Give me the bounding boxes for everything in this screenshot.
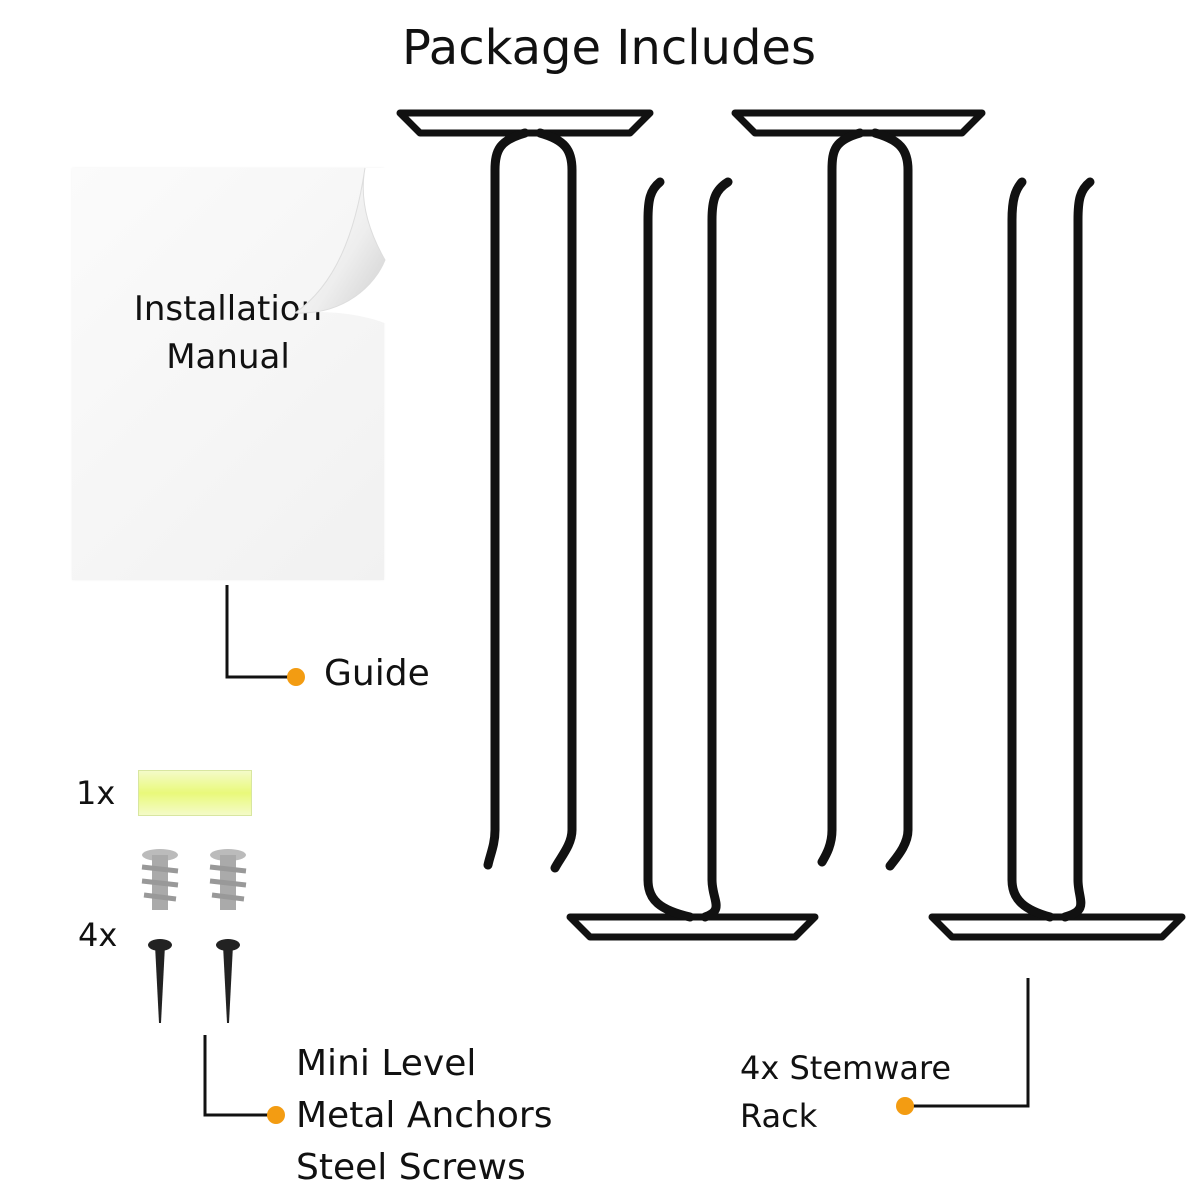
manual-line-2: Manual [166,337,290,377]
rack-marker-dot [896,1097,914,1115]
level-quantity: 1x [76,774,116,812]
manual-text: Installation Manual [72,285,384,381]
mini-level-image [138,770,252,816]
stemware-rack-top-left [396,109,654,873]
steel-screw-icon [216,939,240,1023]
rack-label: 4x Stemware Rack [740,1044,951,1140]
guide-label: Guide [324,653,430,694]
hardware-labels: Mini Level Metal Anchors Steel Screws [296,1042,552,1190]
page-title: Package Includes [402,20,816,74]
hardware-label-level: Mini Level [296,1043,477,1084]
fastener-quantity: 4x [78,916,118,954]
page-curl-icon [293,167,390,325]
metal-anchor-icon [141,849,179,910]
stemware-rack-top-right [731,109,986,871]
stemware-rack-bottom-left [566,177,819,941]
installation-manual-image [72,168,384,580]
hardware-label-anchors: Metal Anchors [296,1095,553,1136]
rack-label-line-1: 4x Stemware [740,1049,952,1087]
steel-screw-icon [148,939,172,1023]
stemware-rack-bottom-right [928,177,1186,941]
rack-label-line-2: Rack [740,1097,818,1135]
manual-line-1: Installation [133,289,323,329]
guide-marker-dot [287,668,305,686]
metal-anchor-icon [209,849,247,910]
anchors-screws-image [141,849,247,1023]
hardware-label-screws: Steel Screws [296,1147,526,1188]
hardware-marker-dot [267,1106,285,1124]
